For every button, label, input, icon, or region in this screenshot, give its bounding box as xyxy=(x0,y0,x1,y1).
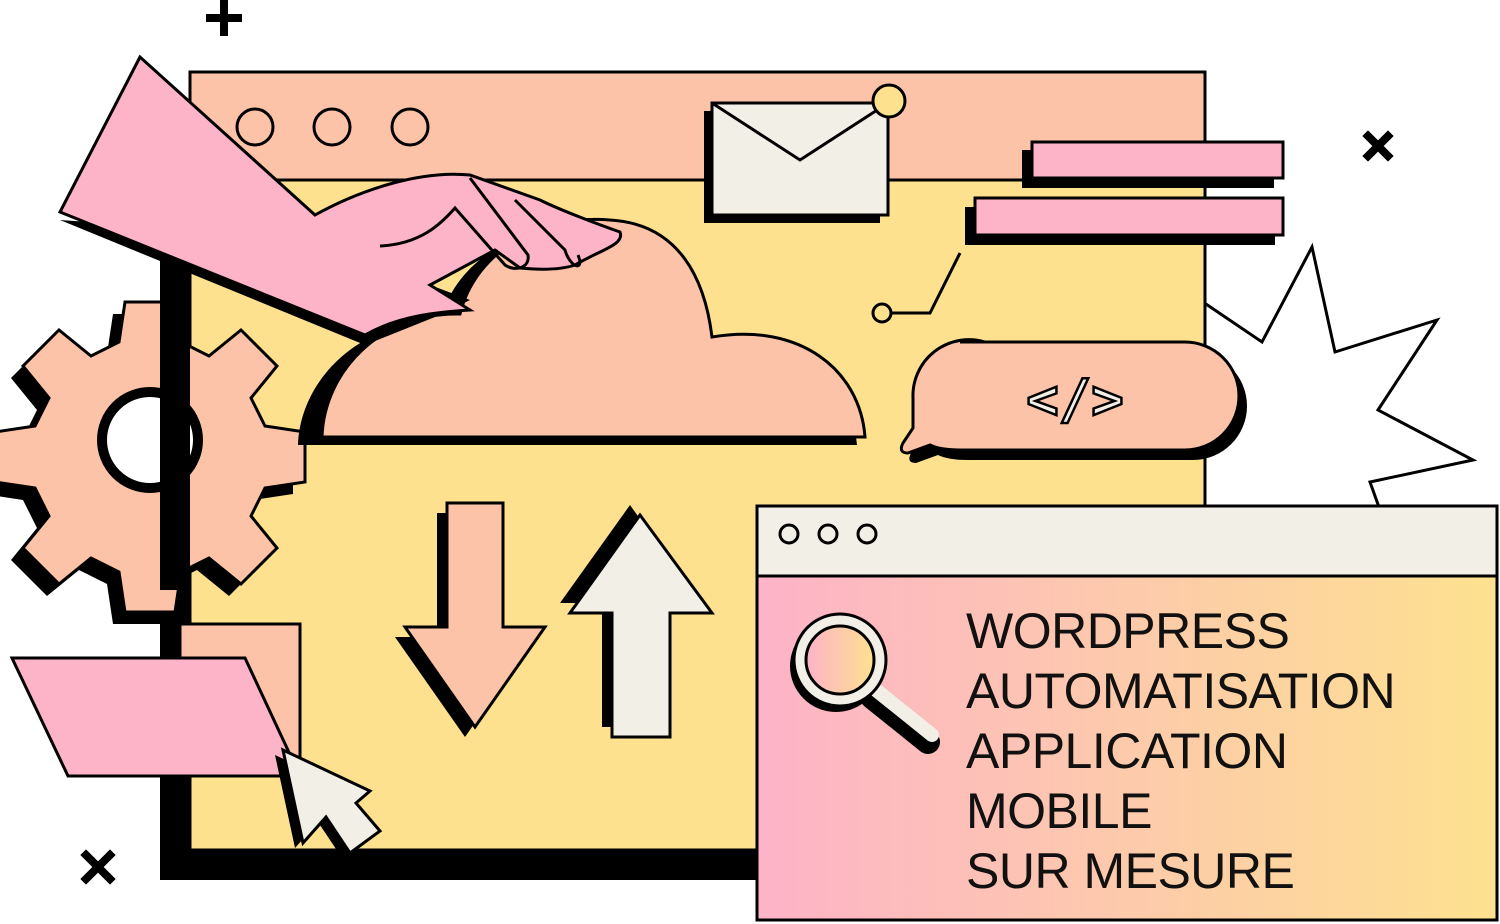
gear-icon xyxy=(0,300,307,624)
magnifier-icon xyxy=(790,612,940,754)
hand-icon xyxy=(57,54,623,345)
starburst-icon xyxy=(1198,242,1478,512)
text-lines-icon xyxy=(965,140,1285,245)
window-dot xyxy=(817,523,839,545)
service-item-mobile: MOBILE xyxy=(966,783,1152,839)
services-list: WORDPRESS AUTOMATISATION APPLICATION MOB… xyxy=(966,603,1396,899)
window-dot xyxy=(856,523,878,545)
download-arrow-icon xyxy=(395,501,548,737)
sparkle-icon xyxy=(206,0,242,36)
service-item-application: APPLICATION xyxy=(966,723,1287,779)
window-dot xyxy=(390,107,430,147)
window-dot xyxy=(312,107,352,147)
code-bubble: </> xyxy=(899,338,1247,463)
window-dot xyxy=(778,523,800,545)
service-item-automation: AUTOMATISATION xyxy=(966,663,1395,719)
cursor-icon xyxy=(275,747,383,858)
services-window xyxy=(755,504,1499,922)
folder-icon xyxy=(9,622,303,778)
window-dot xyxy=(235,107,275,147)
service-item-wordpress: WORDPRESS xyxy=(966,603,1289,659)
envelope-icon xyxy=(704,83,907,223)
sparkle-icon xyxy=(1362,130,1394,162)
connector-line xyxy=(871,252,962,324)
notification-badge xyxy=(871,83,907,119)
upload-arrow-icon xyxy=(560,505,715,739)
sparkle-icon xyxy=(80,849,116,885)
service-item-custom: SUR MESURE xyxy=(966,843,1294,899)
code-icon: </> xyxy=(1026,368,1124,431)
